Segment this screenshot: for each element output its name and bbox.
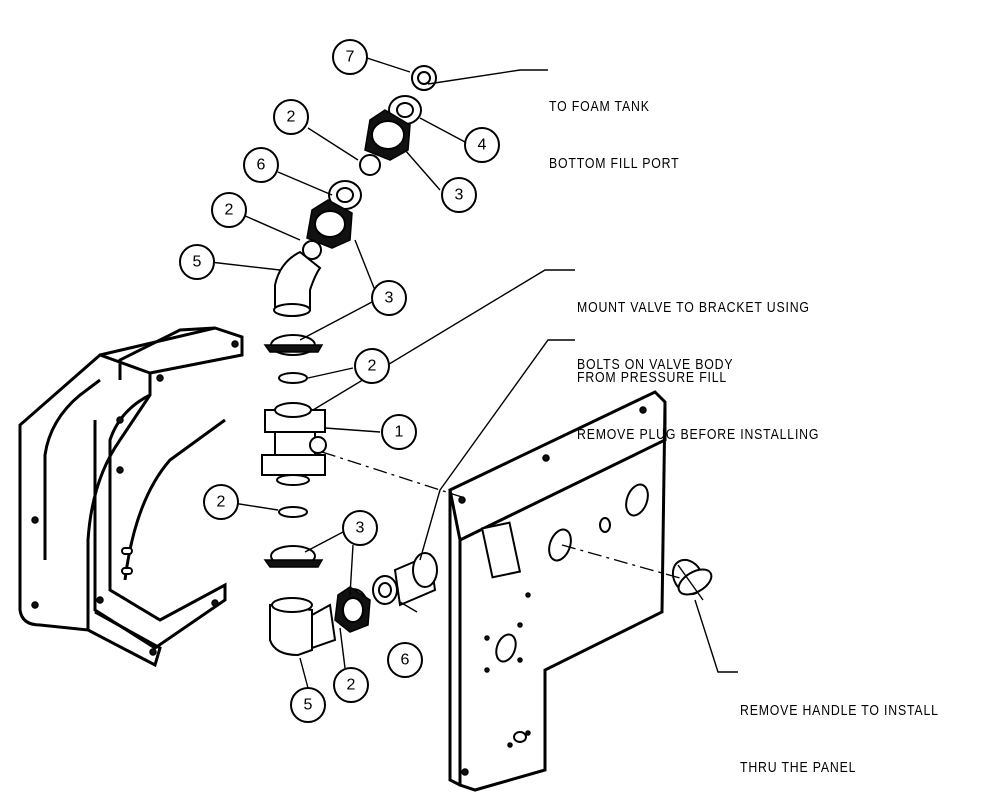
callout-number: 6 [401,652,410,669]
callout-bubble-2-top: 2 [273,99,309,135]
callout-number: 5 [193,254,202,271]
callout-number: 2 [287,109,296,126]
callout-number: 2 [347,677,356,694]
callout-bubble-2-lower-left: 2 [203,484,239,520]
note-remove-handle: REMOVE HANDLE TO INSTALL THRU THE PANEL [740,663,939,796]
callout-bubble-7-top: 7 [332,39,368,75]
callout-bubble-3-upper: 3 [441,177,477,213]
callout-number: 5 [304,697,313,714]
callout-number: 7 [346,49,355,66]
callout-number: 2 [368,358,377,375]
note-pressure-fill: FROM PRESSURE FILL REMOVE PLUG BEFORE IN… [577,330,819,482]
callout-bubble-5-upper: 5 [179,244,215,280]
upper-piping-assembly [273,65,437,317]
callout-number: 4 [478,137,487,154]
leader-lines [209,57,738,689]
callout-bubble-2-bottom: 2 [333,667,369,703]
note-remove-handle-line1: REMOVE HANDLE TO INSTALL [740,702,939,719]
callout-number: 2 [217,494,226,511]
callout-number: 2 [225,202,234,219]
note-pressure-fill-line2: REMOVE PLUG BEFORE INSTALLING [577,426,820,443]
note-mount-valve-line1: MOUNT VALVE TO BRACKET USING [577,299,810,316]
note-remove-handle-line2: THRU THE PANEL [740,759,857,776]
callout-bubble-3-mid: 3 [371,280,407,316]
callout-bubble-1-valve: 1 [381,414,417,450]
callout-number: 6 [257,157,266,174]
callout-bubble-5-bottom: 5 [290,687,326,723]
callout-bubble-6-lower: 6 [387,642,423,678]
callout-number: 3 [385,290,394,307]
note-foam-tank-line2: BOTTOM FILL PORT [549,155,680,172]
valve-handle [671,558,713,601]
note-mount-valve: MOUNT VALVE TO BRACKET USING BOLTS ON VA… [577,260,810,412]
mounting-bracket [18,326,244,668]
callout-number: 3 [356,520,365,537]
note-foam-tank: TO FOAM TANK BOTTOM FILL PORT [549,59,679,211]
callout-bubble-3-lower: 3 [342,510,378,546]
mounting-panel [448,390,667,792]
note-mount-valve-line2: BOLTS ON VALVE BODY [577,356,734,373]
callout-bubble-2-upper-left: 2 [211,192,247,228]
note-foam-tank-line1: TO FOAM TANK [549,98,650,115]
center-valve-stack [261,334,337,657]
lower-piping-assembly [334,552,438,633]
callout-number: 1 [395,424,404,441]
assembly-centerlines [321,451,681,579]
note-pressure-fill-line1: FROM PRESSURE FILL [577,369,728,386]
callout-bubble-6-upper: 6 [243,147,279,183]
callout-number: 3 [455,187,464,204]
callout-bubble-2-mid: 2 [354,348,390,384]
callout-bubble-4-top: 4 [464,127,500,163]
